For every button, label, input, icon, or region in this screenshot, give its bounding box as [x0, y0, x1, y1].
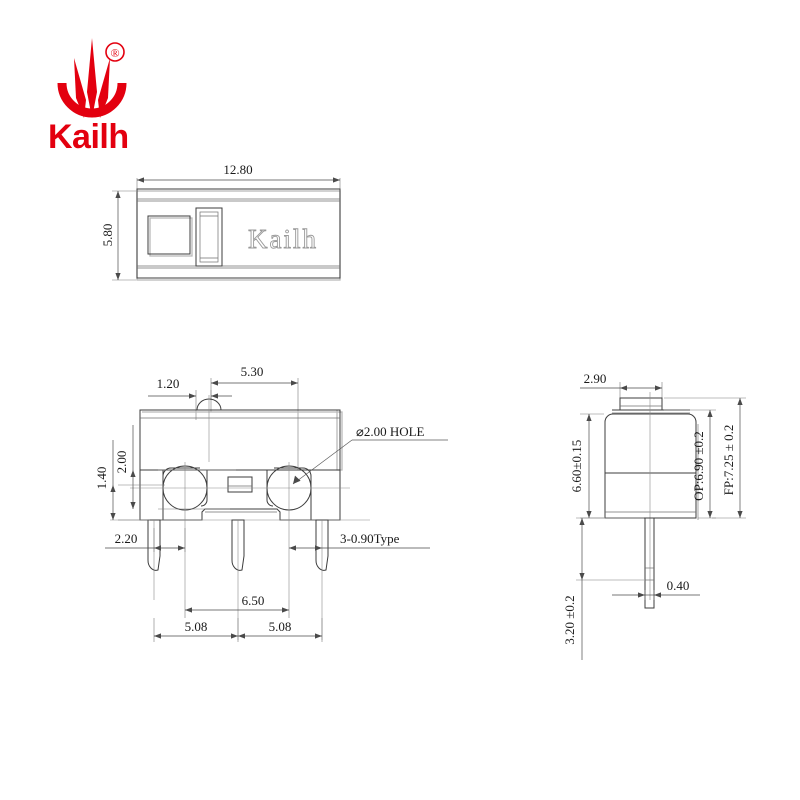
top-view-body-outline [136, 188, 341, 279]
logo-right-spike-icon [98, 58, 110, 118]
arrow-head [110, 513, 116, 520]
side-body-outline [604, 413, 697, 519]
logo-left-spike-icon [74, 58, 86, 118]
dim-side-320-label: 3.20 ±0.2 [562, 595, 577, 644]
logo-center-spike-icon [87, 38, 97, 118]
arrow-head [333, 177, 340, 183]
top-view: 12.80 5.80 Kailh [100, 162, 341, 281]
arrow-head [211, 380, 218, 386]
arrow-head [154, 633, 161, 639]
dim-front-140-label: 1.40 [94, 467, 109, 490]
side-pin [644, 517, 655, 609]
dim-side-660-label: 6.60±0.15 [569, 440, 584, 493]
arrow-head [189, 393, 196, 399]
top-view-left-notch-shadow [149, 217, 193, 257]
arrow-head [110, 485, 116, 492]
dim-front-650-label: 6.50 [242, 593, 265, 608]
dim-top-length-label: 12.80 [223, 162, 252, 177]
front-base-inner-right [266, 470, 274, 507]
arrow-head [579, 518, 585, 525]
pin-outline [147, 519, 161, 571]
dim-front-530-label: 5.30 [241, 364, 264, 379]
top-view-left-notch [147, 215, 191, 255]
front-body-upper [139, 409, 341, 471]
arrow-head [737, 398, 743, 405]
arrow-head [115, 191, 121, 198]
arrow-head [586, 511, 592, 518]
hole-callout-leader [292, 439, 353, 485]
arrow-head [707, 410, 713, 417]
dim-side-op-label: OP:6.90 ±0.2 [691, 431, 706, 501]
arrow-head [737, 511, 743, 518]
arrow-head [293, 475, 301, 484]
pin-type-callout-label: 3-0.90Type [340, 531, 400, 546]
front-base-top-right [274, 467, 312, 520]
dim-front-200-label: 2.00 [114, 451, 129, 474]
top-view-slot-outer [195, 207, 223, 267]
arrow-head [185, 607, 192, 613]
arrow-head [289, 545, 296, 551]
arrow-head [586, 414, 592, 421]
front-body-shadow [142, 410, 343, 471]
front-center-rect [227, 476, 253, 493]
dim-front-220-label: 2.20 [115, 531, 138, 546]
front-base-inner-left [200, 470, 208, 507]
arrow-head [231, 633, 238, 639]
dim-side-040-label: 0.40 [667, 578, 690, 593]
top-view-engraved-brand: Kailh [248, 224, 318, 254]
arrow-head [655, 385, 662, 391]
arrow-head [315, 633, 322, 639]
front-base-top-left [162, 467, 200, 477]
logo-wordmark: Kailh [48, 118, 129, 156]
dim-top-width-label: 5.80 [100, 224, 115, 247]
arrow-head [238, 633, 245, 639]
arrow-head [707, 511, 713, 518]
side-plunger-cap [619, 397, 663, 411]
arrow-head [620, 385, 627, 391]
arrow-head [115, 273, 121, 280]
side-view: 2.90 6.60±0.15 OP:6.90 ±0.2 [562, 371, 746, 660]
arrow-head [579, 573, 585, 580]
registered-mark-circle-icon [105, 42, 125, 62]
arrow-head [178, 545, 185, 551]
arrow-head [130, 470, 136, 477]
arrow-head [315, 545, 322, 551]
arrow-head [137, 177, 144, 183]
dim-front-120-label: 1.20 [157, 376, 180, 391]
dim-side-fp-label: FP:7.25 ± 0.2 [721, 425, 736, 496]
pin-outline [231, 519, 245, 571]
dim-front-508-right-label: 5.08 [269, 619, 292, 634]
arrow-head [291, 380, 298, 386]
arrow-head [130, 502, 136, 509]
hole-callout-label: ⌀2.00 HOLE [356, 424, 425, 439]
arrow-head [282, 607, 289, 613]
arrow-head [211, 393, 218, 399]
dim-side-290-label: 2.90 [584, 371, 607, 386]
kailh-logo: ® Kailh [48, 38, 129, 156]
registered-mark-letter: ® [110, 46, 119, 60]
pin-outline [315, 519, 329, 571]
dim-front-508-left-label: 5.08 [185, 619, 208, 634]
arrow-head [154, 545, 161, 551]
top-view-slot-inner [199, 211, 219, 263]
front-view: 5.30 1.20 [94, 364, 448, 642]
